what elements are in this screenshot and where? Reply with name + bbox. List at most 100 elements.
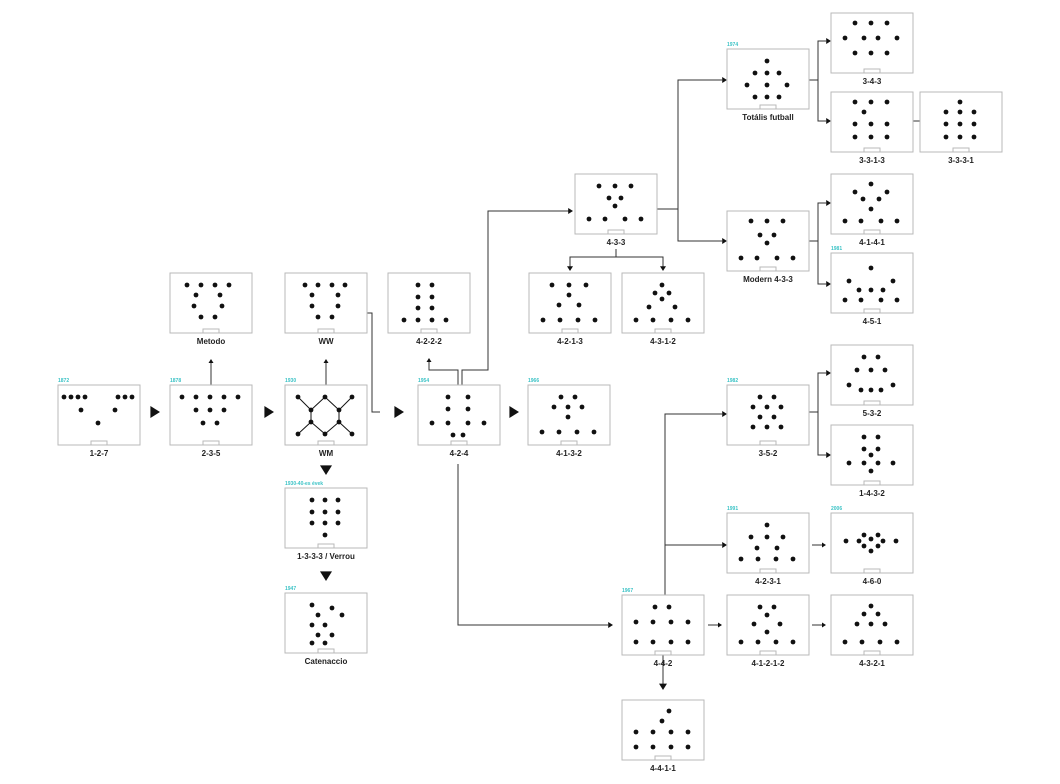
player-dot [618, 195, 624, 201]
player-dot [790, 639, 796, 645]
formation-label: 3-3-1-3 [859, 156, 885, 165]
player-dot [685, 619, 691, 625]
formation-node-f4222: 4-2-2-2 [387, 272, 471, 346]
formation-label: Modern 4-3-3 [743, 275, 793, 284]
wm-link-line [338, 396, 353, 411]
player-dot [894, 35, 900, 41]
goal-notch [952, 147, 970, 152]
connector-line [569, 249, 617, 267]
player-dot [445, 394, 451, 400]
formation-year: 1878 [170, 378, 181, 384]
player-dot [193, 292, 199, 298]
arrow-head [718, 622, 722, 628]
player-dot [329, 314, 335, 320]
formation-box [57, 384, 141, 446]
goal-notch [759, 440, 777, 445]
player-dot [971, 134, 977, 140]
player-dot [957, 134, 963, 140]
formation-label: 4-2-3-1 [755, 577, 781, 586]
arrow-head [394, 406, 404, 418]
player-dot [666, 708, 672, 714]
player-dot [776, 70, 782, 76]
player-dot [445, 406, 451, 412]
player-dot [774, 255, 780, 261]
formation-label: 4-1-2-1-2 [752, 659, 785, 668]
formation-node-f1432: 1-4-3-2 [830, 424, 914, 498]
player-dot [861, 446, 867, 452]
player-dot [868, 20, 874, 26]
goal-notch [863, 480, 881, 485]
player-dot [336, 407, 342, 413]
player-dot [771, 604, 777, 610]
player-dot [633, 729, 639, 735]
formation-box [726, 512, 810, 574]
player-dot [868, 603, 874, 609]
player-dot [612, 183, 618, 189]
player-dot [852, 20, 858, 26]
player-dot [591, 429, 597, 435]
player-dot [212, 314, 218, 320]
player-dot [856, 538, 862, 544]
player-dot [315, 632, 321, 638]
player-dot [61, 394, 67, 400]
player-dot [685, 744, 691, 750]
player-dot [875, 446, 881, 452]
player-dot [650, 729, 656, 735]
formation-node-f4141: 4-1-4-1 [830, 173, 914, 247]
player-dot [336, 419, 342, 425]
player-dot [858, 297, 864, 303]
player-dot [460, 432, 466, 438]
player-dot [329, 605, 335, 611]
player-dot [764, 629, 770, 635]
arrow-head [567, 266, 573, 271]
player-dot [666, 290, 672, 296]
player-dot [884, 50, 890, 56]
player-dot [672, 304, 678, 310]
formation-label: 2-3-5 [202, 449, 221, 458]
player-dot [668, 729, 674, 735]
player-dot [633, 619, 639, 625]
connector-line [657, 79, 722, 210]
player-dot [764, 70, 770, 76]
player-dot [764, 612, 770, 618]
player-dot [465, 420, 471, 426]
player-dot [755, 639, 761, 645]
player-dot [112, 407, 118, 413]
player-dot [884, 99, 890, 105]
player-dot [193, 407, 199, 413]
connector-line [461, 210, 569, 385]
player-dot [854, 621, 860, 627]
goal-notch [863, 650, 881, 655]
player-dot [868, 468, 874, 474]
formation-node-f532: 5-3-2 [830, 344, 914, 418]
player-dot [846, 382, 852, 388]
player-dot [575, 317, 581, 323]
formation-year: 2006 [831, 506, 842, 512]
player-dot [191, 303, 197, 309]
goal-notch [560, 440, 578, 445]
formation-year: 1872 [58, 378, 69, 384]
player-dot [443, 317, 449, 323]
player-dot [868, 452, 874, 458]
player-dot [861, 611, 867, 617]
wm-link-line [324, 421, 340, 435]
goal-notch [202, 328, 220, 333]
wm-link-line [338, 421, 353, 435]
formation-label: WM [319, 449, 334, 458]
player-dot [659, 718, 665, 724]
goal-notch [759, 568, 777, 573]
connector-line [809, 202, 826, 242]
connector-line [367, 312, 380, 413]
player-dot [757, 232, 763, 238]
player-dot [574, 429, 580, 435]
arrow-head [323, 359, 329, 363]
player-dot [214, 420, 220, 426]
arrow-head [264, 406, 274, 418]
connector-line [817, 412, 826, 456]
goal-notch [654, 755, 672, 760]
